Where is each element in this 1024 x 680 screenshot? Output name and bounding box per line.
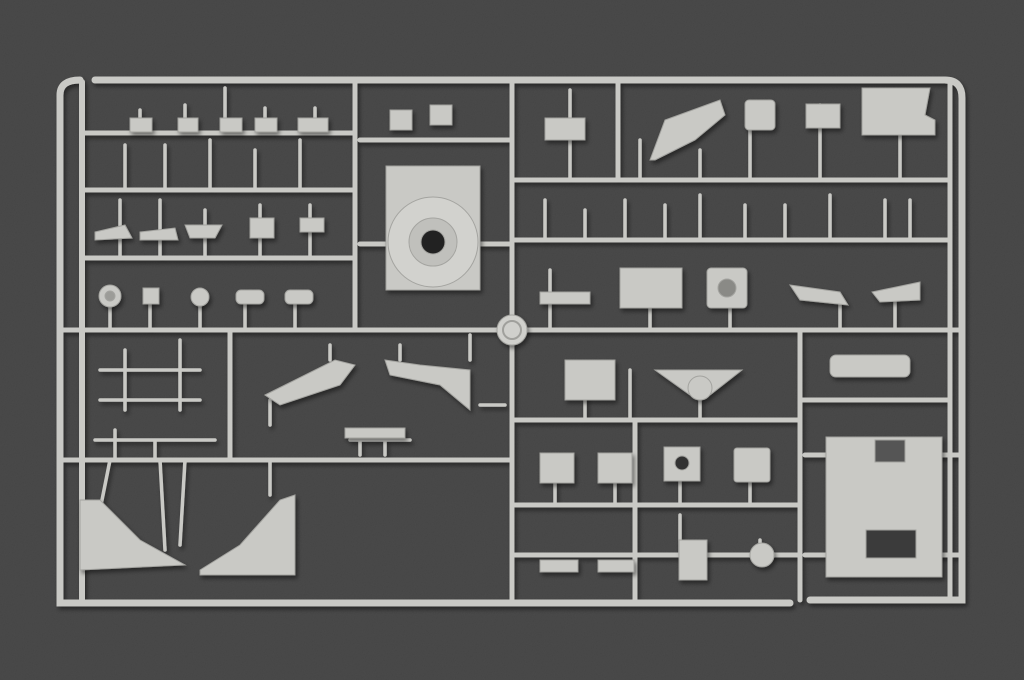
part-bracket-left bbox=[79, 499, 187, 571]
part-arm-right bbox=[384, 359, 471, 412]
part-grille bbox=[564, 359, 616, 401]
part-block bbox=[619, 267, 683, 309]
part-hole bbox=[420, 229, 446, 255]
part-arm-left bbox=[264, 359, 356, 406]
part-plate-angled bbox=[649, 99, 726, 161]
part-bracket-right bbox=[199, 494, 296, 576]
sprue-parts bbox=[79, 87, 943, 581]
manufacturer-logo-disc bbox=[496, 314, 528, 346]
part-barrel bbox=[829, 354, 911, 378]
